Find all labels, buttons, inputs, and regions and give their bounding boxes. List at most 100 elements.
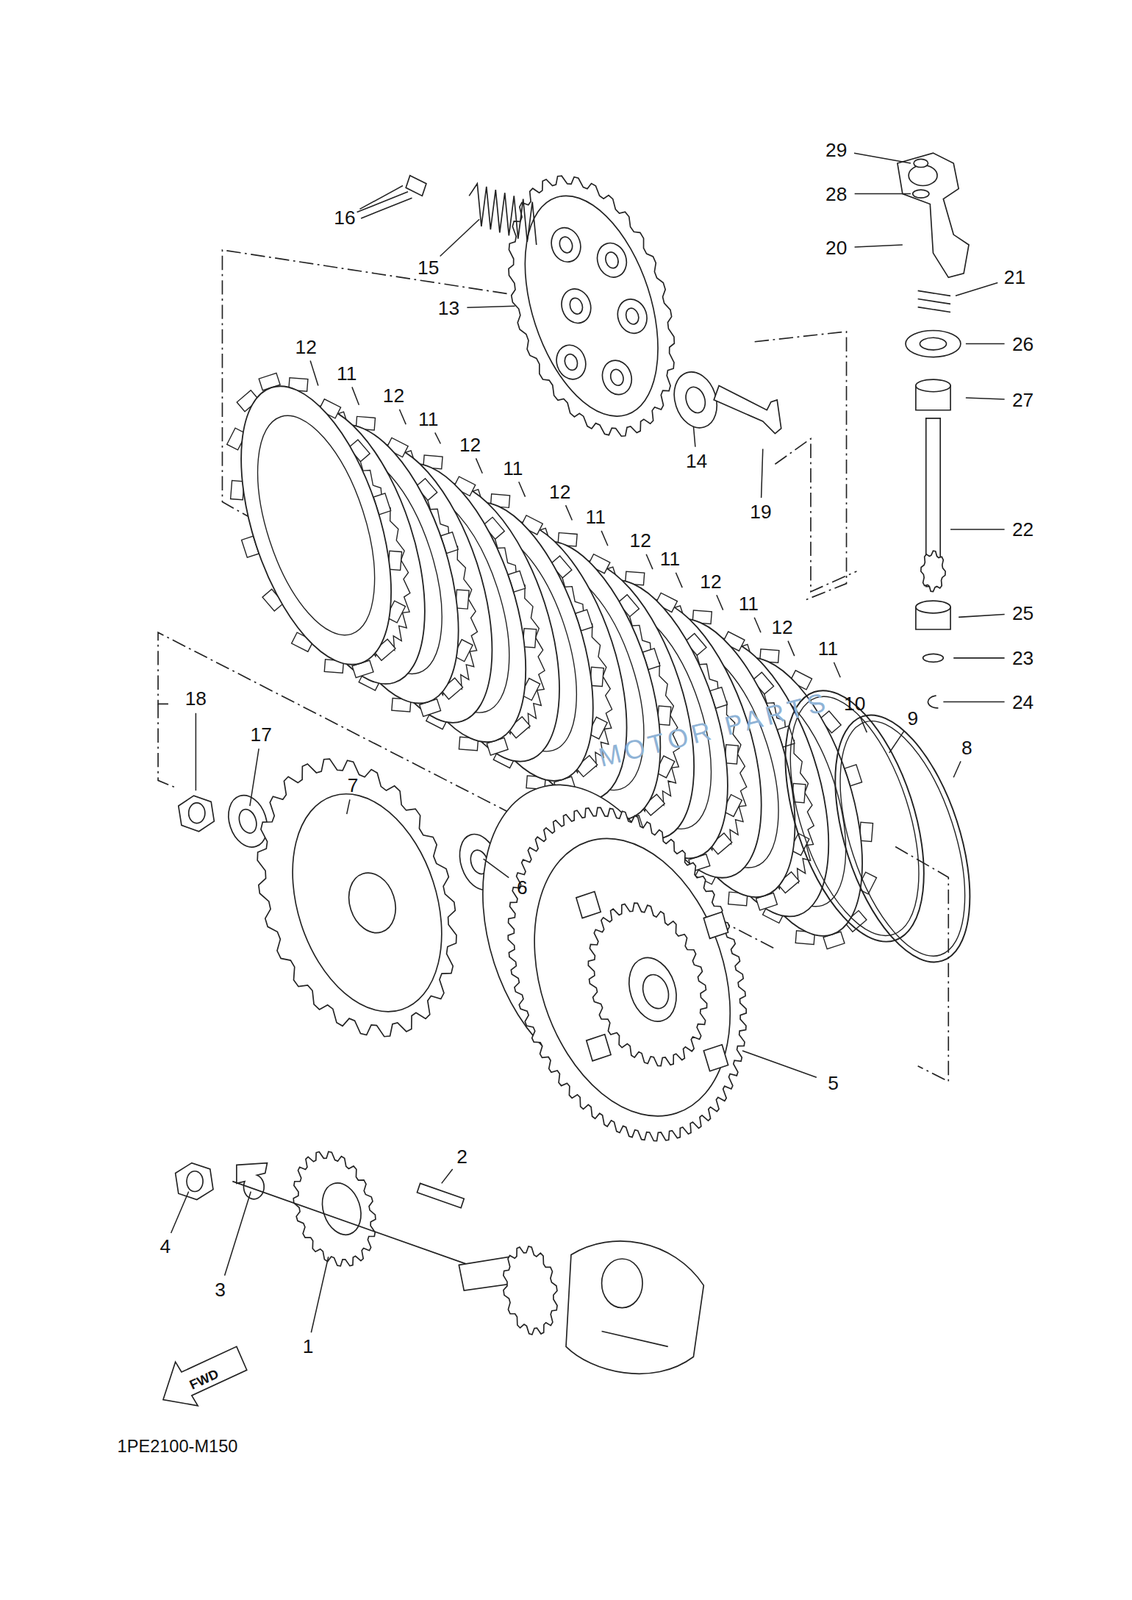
callout-number: 2 <box>456 1146 468 1166</box>
leader-line <box>435 432 442 444</box>
leader-line <box>761 448 763 498</box>
spring-boss-hole <box>603 250 621 270</box>
leader-line <box>310 1256 328 1332</box>
boss-face <box>266 774 469 1032</box>
callout-number: 15 <box>417 257 439 277</box>
group-bracket <box>754 331 847 600</box>
leader-line <box>171 1190 189 1232</box>
spring-boss-hole <box>624 306 641 326</box>
plate-outline <box>210 368 421 683</box>
friction-plate <box>195 352 436 699</box>
leader-line <box>249 748 259 806</box>
callout-number: 22 <box>1012 519 1034 539</box>
group-bracket <box>895 846 949 1082</box>
leader-line <box>965 397 1005 400</box>
leader-line <box>742 1050 817 1077</box>
leader-line <box>441 1168 453 1183</box>
callout-number: 23 <box>1012 648 1034 668</box>
lock-nut <box>178 795 215 832</box>
washer <box>923 653 944 662</box>
leader-line <box>953 657 1005 659</box>
bolt-head <box>405 175 427 197</box>
damper-spring <box>703 911 728 938</box>
washer-bore <box>235 807 259 836</box>
leader-line <box>955 283 998 297</box>
leader-line <box>475 457 483 473</box>
clutch-spring <box>468 183 537 245</box>
gear-hub <box>316 1177 368 1240</box>
fwd-arrow <box>163 1345 247 1405</box>
leader-line <box>359 185 403 210</box>
spring-boss <box>598 356 637 399</box>
callout-number: 10 <box>843 693 866 714</box>
callout-number: 4 <box>159 1236 171 1256</box>
leader-line <box>466 305 515 308</box>
callout-number: 7 <box>347 775 359 795</box>
leader-line <box>646 554 653 569</box>
callout-number: 12 <box>699 571 722 591</box>
damper-spring <box>586 1034 611 1061</box>
callout-number: 19 <box>749 502 772 522</box>
shaft-pinion <box>921 550 946 591</box>
spring-boss <box>546 224 586 267</box>
leader-line <box>950 528 1005 530</box>
callout-number: 12 <box>549 482 571 502</box>
basket-face <box>500 812 764 1142</box>
leader-line <box>716 594 724 610</box>
starter-gear <box>568 887 727 1082</box>
leader-line <box>965 343 1005 345</box>
clutch-boss <box>223 732 491 1063</box>
callout-number: 28 <box>825 183 847 203</box>
oil-seal <box>905 330 961 358</box>
crank-pin-hole <box>602 1258 643 1308</box>
lever-bore <box>908 165 938 186</box>
boss-spline <box>341 866 404 939</box>
leader-line <box>958 613 1005 617</box>
leader-line <box>440 219 480 256</box>
leader-line <box>854 193 911 195</box>
callout-number: 11 <box>738 593 759 614</box>
callout-number: 29 <box>825 140 847 160</box>
callout-number: 9 <box>907 708 919 728</box>
bearing-bore <box>682 384 709 416</box>
leader-line <box>566 504 573 520</box>
callout-number: 12 <box>629 530 652 550</box>
group-bracket <box>158 703 176 788</box>
callout-number: 26 <box>1012 333 1034 353</box>
leader-line <box>854 152 911 164</box>
callout-number: 3 <box>214 1279 226 1299</box>
crank-web <box>566 1240 704 1374</box>
crank-gear <box>496 1241 564 1339</box>
washer <box>912 189 930 198</box>
spring-boss <box>613 295 652 338</box>
leader-line <box>854 244 903 247</box>
callout-number: 12 <box>771 617 793 637</box>
lever-spring <box>918 290 951 312</box>
callout-number: 24 <box>1012 691 1034 711</box>
basket-bore <box>638 971 673 1012</box>
spring-boss-hole <box>568 296 586 316</box>
spring-boss <box>593 238 632 281</box>
push-rod <box>713 385 782 433</box>
nut-bore <box>186 1170 203 1192</box>
leader-line <box>601 530 608 546</box>
nut-bore <box>188 802 206 824</box>
callout-number: 8 <box>961 738 973 758</box>
leader-line <box>860 717 868 733</box>
callout-number: 11 <box>336 363 357 383</box>
leader-line <box>483 858 510 877</box>
diagram-code: 1PE2100-M150 <box>117 1437 239 1456</box>
circlip <box>927 695 938 708</box>
callout-number: 11 <box>418 409 439 429</box>
spring-boss-hole <box>557 235 575 255</box>
leader-line <box>953 760 961 777</box>
primary-driven-gear <box>467 776 787 1172</box>
leader-line <box>787 640 795 656</box>
callout-number: 6 <box>516 877 528 897</box>
callout-number: 18 <box>185 688 207 708</box>
callout-number: 20 <box>825 238 847 258</box>
callout-number: 5 <box>827 1073 839 1093</box>
callout-number: 11 <box>818 638 838 658</box>
callout-number: 14 <box>685 451 708 471</box>
